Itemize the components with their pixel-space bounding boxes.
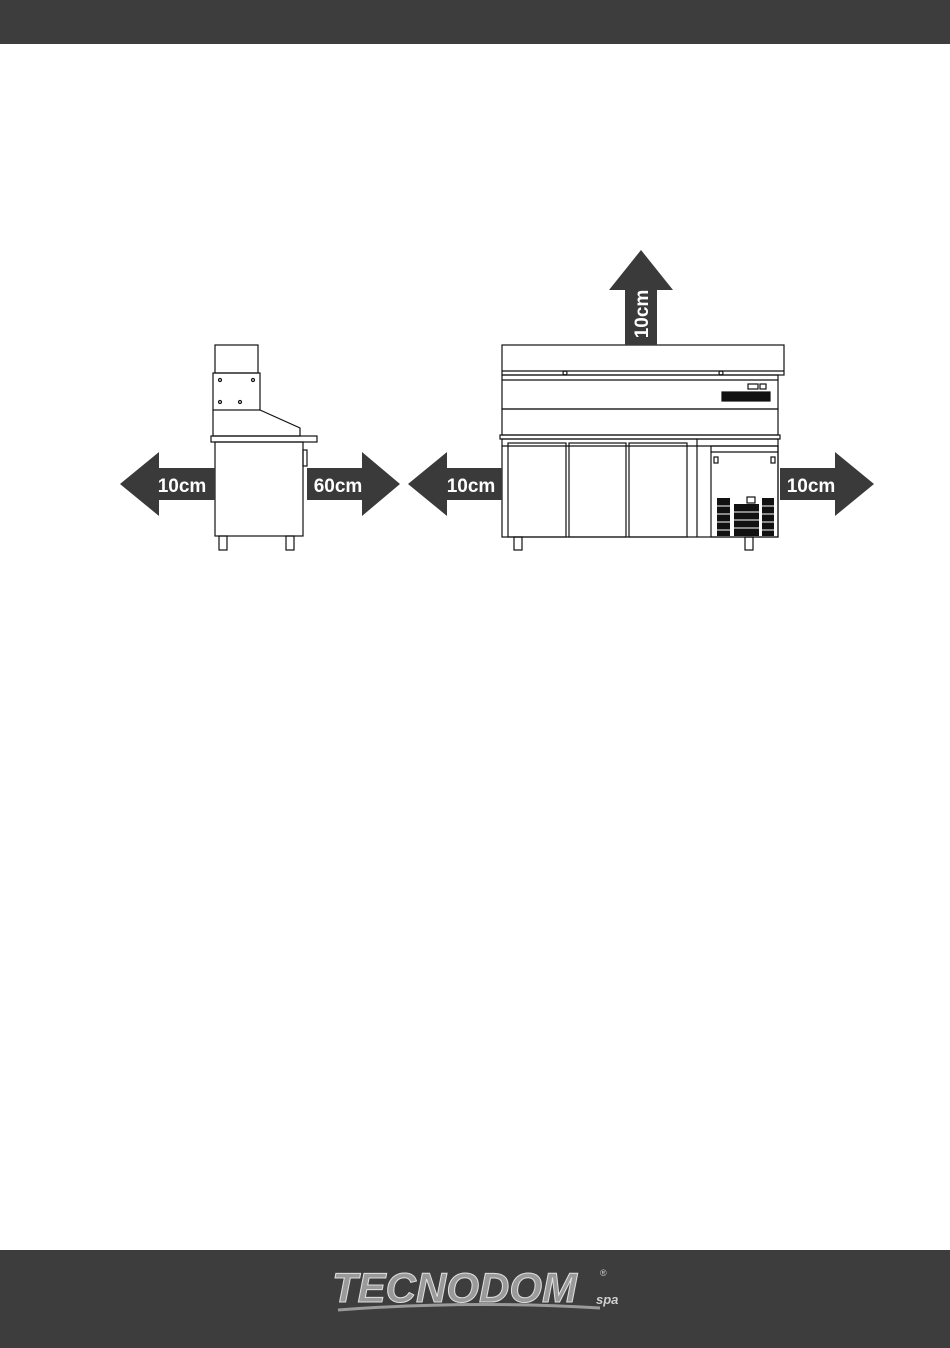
clearance-arrow-front-left: 10cm bbox=[408, 452, 502, 516]
front-view-drawing bbox=[500, 345, 784, 550]
clearance-diagram: 10cm 60cm bbox=[0, 0, 950, 620]
side-left-label: 10cm bbox=[158, 476, 207, 497]
clearance-arrow-front-top: 10cm bbox=[609, 250, 673, 345]
clearance-arrow-side-right: 60cm bbox=[307, 452, 400, 516]
logo-suffix: spa bbox=[596, 1292, 618, 1307]
tecnodom-logo: TECNODOM spa ® bbox=[330, 1264, 630, 1324]
logo-registered: ® bbox=[600, 1268, 607, 1278]
front-right-label: 10cm bbox=[787, 476, 836, 497]
clearance-arrow-side-left: 10cm bbox=[120, 452, 215, 516]
side-right-label: 60cm bbox=[314, 476, 363, 497]
clearance-arrow-front-right: 10cm bbox=[780, 452, 874, 516]
front-left-label: 10cm bbox=[447, 476, 496, 497]
side-view-drawing bbox=[211, 345, 317, 550]
front-top-label: 10cm bbox=[632, 290, 653, 339]
